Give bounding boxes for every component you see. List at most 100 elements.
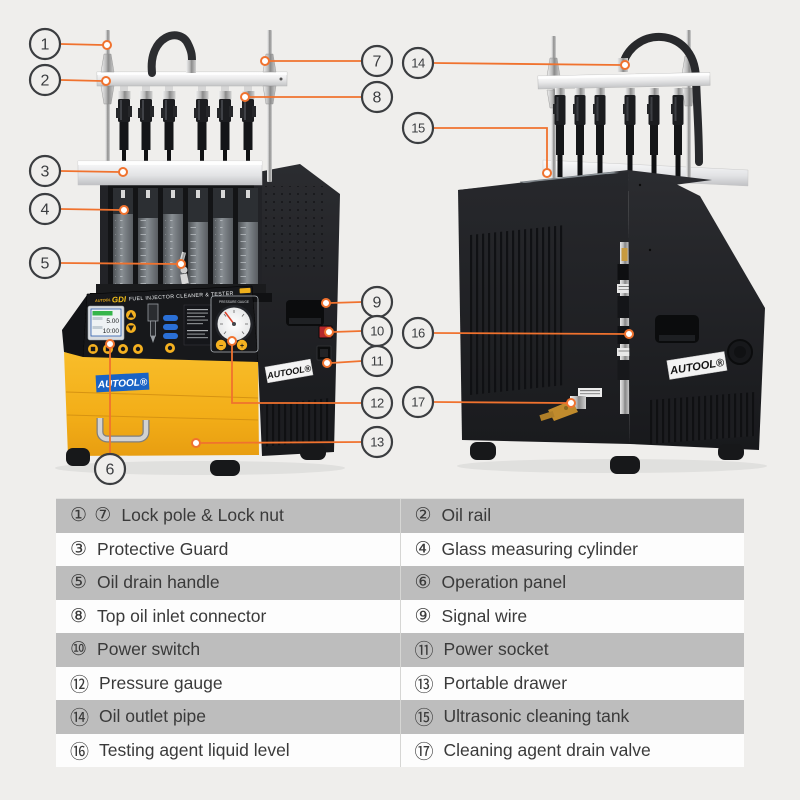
part-label: Portable drawer <box>443 672 568 693</box>
rear-side-panel: AUTOOL® <box>628 172 765 450</box>
cylinder <box>238 188 258 288</box>
svg-text:5.00: 5.00 <box>106 318 119 325</box>
operation-panel: AUTOOL GDI FUEL INJECTOR CLEANER & TESTE… <box>62 285 259 363</box>
part-number: ⑬ <box>414 674 435 696</box>
callout-leader-lines <box>60 40 634 453</box>
part-label: Testing agent liquid level <box>99 739 290 760</box>
yellow-front: AUTOOL® <box>64 352 259 456</box>
lock-nut <box>262 85 277 105</box>
pressure-plus-button[interactable]: + <box>236 339 248 351</box>
part-label: Cleaning agent drain valve <box>443 739 651 760</box>
rear-lock-poles <box>551 30 691 181</box>
part-label: Operation panel <box>441 572 567 593</box>
panel-title: AUTOOL GDI FUEL INJECTOR CLEANER & TESTE… <box>94 287 251 305</box>
svg-text:2: 2 <box>41 73 50 90</box>
callout-12: 12 <box>360 386 394 420</box>
svg-text:GDI: GDI <box>112 295 127 305</box>
cylinder <box>163 188 183 288</box>
portable-drawer-seam <box>66 414 259 421</box>
part-label: Top oil inlet connector <box>97 605 267 626</box>
part-label: Signal wire <box>441 605 528 626</box>
rear-oil-rail <box>537 72 711 90</box>
down-arrow-button[interactable] <box>126 323 136 333</box>
part-number: ④ <box>414 538 433 560</box>
callout-6: 6 <box>93 452 127 486</box>
machines-diagram: AUTOOL® <box>28 27 767 486</box>
callout-14: 14 <box>401 46 435 80</box>
lock-nut <box>546 57 561 77</box>
panel-badge <box>239 287 251 294</box>
top-oil-inlet-connector <box>186 60 196 73</box>
lock-nut <box>100 85 115 105</box>
callout-4: 4 <box>28 192 62 226</box>
svg-text:13: 13 <box>370 435 384 450</box>
mode-buttons[interactable] <box>163 315 178 353</box>
callout-10: 10 <box>360 314 394 348</box>
part-number: ⑧ <box>70 605 89 627</box>
svg-text:1: 1 <box>41 37 50 54</box>
svg-text:FUEL INJECTOR CLEANER & TESTER: FUEL INJECTOR CLEANER & TESTER <box>129 291 234 303</box>
glass-measuring-cylinders <box>90 185 272 302</box>
legend-cell: ⑥ Operation panel <box>399 566 745 600</box>
callout-3: 3 <box>28 154 62 188</box>
svg-text:9: 9 <box>373 295 382 312</box>
pressure-minus-button[interactable]: − <box>215 339 227 351</box>
part-number: ⑯ <box>70 741 91 763</box>
part-number: ⑪ <box>414 641 435 663</box>
oil-rail <box>96 71 288 87</box>
callout-13: 13 <box>360 425 394 459</box>
injector-graphic <box>147 303 159 343</box>
part-number: ⑩ <box>70 639 89 661</box>
callout-17: 17 <box>401 385 435 419</box>
svg-text:16: 16 <box>411 326 425 341</box>
instructions-block <box>183 304 212 346</box>
svg-text:PRESSURE GAUGE: PRESSURE GAUGE <box>219 300 249 304</box>
shadow <box>55 461 345 475</box>
legend-cell: ⑧ Top oil inlet connector <box>56 600 400 634</box>
svg-text:3: 3 <box>41 164 50 181</box>
top-oil-inlet-hose <box>147 31 196 77</box>
legend-cell: ⑬ Portable drawer <box>399 666 745 700</box>
part-number: ⑥ <box>414 572 433 594</box>
front-machine-feet <box>66 444 326 476</box>
cylinder <box>213 188 233 288</box>
part-number: ③ <box>70 538 89 560</box>
callout-11: 11 <box>360 344 394 378</box>
callout-7: 7 <box>360 44 394 78</box>
rear-view-machine: AUTOOL® <box>457 30 767 474</box>
up-arrow-button[interactable] <box>126 310 136 320</box>
callout-2: 2 <box>28 63 62 97</box>
svg-text:12: 12 <box>370 396 384 411</box>
front-machine-side-panel: AUTOOL® <box>252 164 340 456</box>
part-label: Power switch <box>97 639 201 660</box>
part-number: ⑮ <box>414 708 435 730</box>
svg-text:15: 15 <box>411 121 425 136</box>
part-label: Ultrasonic cleaning tank <box>443 706 630 727</box>
lock-pole-left <box>105 30 110 182</box>
svg-text:17: 17 <box>411 395 425 410</box>
svg-text:11: 11 <box>371 354 384 369</box>
svg-text:+: + <box>240 343 244 350</box>
part-number: ⑰ <box>414 741 435 763</box>
drawer-handle[interactable] <box>96 418 150 443</box>
part-label: Oil rail <box>441 505 492 526</box>
callout-16: 16 <box>401 316 435 350</box>
rear-machine-feet <box>470 442 744 474</box>
svg-text:AUTOOL: AUTOOL <box>94 298 112 303</box>
rear-logo: AUTOOL® <box>666 351 728 380</box>
svg-text:10:00: 10:00 <box>103 328 120 335</box>
protective-guard <box>77 160 263 186</box>
part-number: ⑤ <box>70 572 89 594</box>
